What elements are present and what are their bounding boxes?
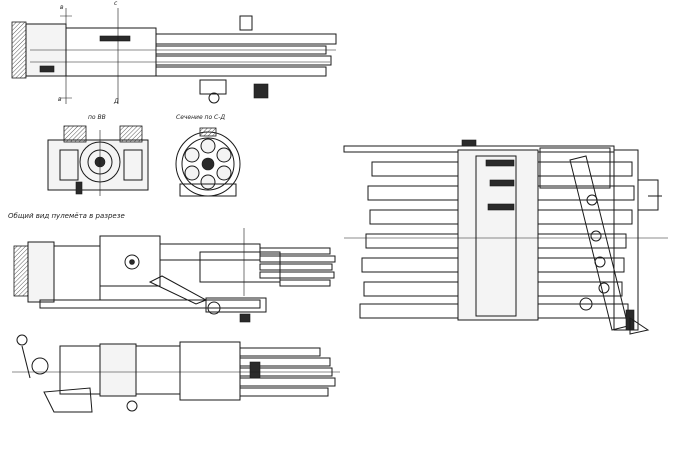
section-mark-d: Д bbox=[114, 98, 119, 105]
top-longitudinal-section bbox=[11, 8, 337, 104]
section-mark-b-top: в bbox=[60, 4, 64, 11]
cutaway-caption: Общий вид пулемёта в разрезе bbox=[8, 212, 125, 220]
section-mark-b-bottom: в bbox=[58, 96, 62, 103]
right-large-section-view bbox=[343, 139, 668, 335]
section-cd-label: Сечение по С-Д bbox=[176, 114, 226, 121]
side-cutaway-view bbox=[13, 228, 336, 323]
bottom-plan-view bbox=[12, 334, 340, 413]
section-bb-view bbox=[47, 125, 149, 196]
section-cd-view bbox=[175, 127, 241, 197]
section-mark-c: с bbox=[114, 0, 118, 7]
section-bb-label: по ВВ bbox=[88, 114, 106, 121]
